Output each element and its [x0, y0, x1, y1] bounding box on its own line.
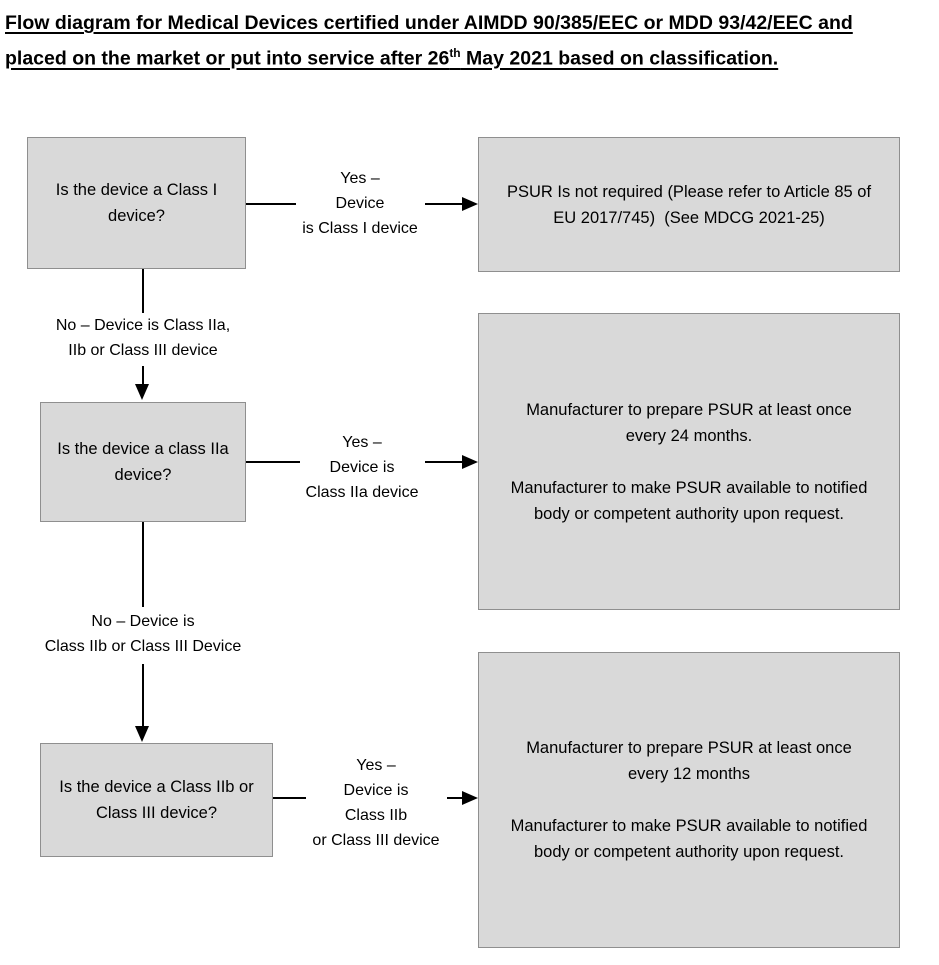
connector-yes-3-stub — [273, 797, 306, 799]
page-title: Flow diagram for Medical Devices certifi… — [5, 8, 935, 74]
edge-label-no-class-iib-iii: No – Device is Class IIb or Class III De… — [44, 613, 242, 655]
edge-label-yes-class-i: Yes – Device is Class I device — [302, 170, 418, 237]
title-line-1: Flow diagram for Medical Devices certifi… — [5, 12, 853, 34]
connector-yes-2-shaft — [425, 461, 463, 463]
connector-no-2-shaft — [142, 664, 144, 727]
connector-no-1-shaft — [142, 366, 144, 385]
decision-box-class-iib-iii: Is the device a Class IIb or Class III d… — [40, 743, 273, 857]
connector-no-2-stub — [142, 522, 144, 607]
decision-box-class-iia: Is the device a class IIa device? — [40, 402, 246, 522]
title-line-2: placed on the market or put into service… — [5, 47, 450, 70]
title-superscript: th — [449, 46, 461, 60]
edge-label-no-class-iia-iib-iii: No – Device is Class IIa, IIb or Class I… — [55, 317, 231, 359]
arrowhead-right-1-icon — [462, 197, 478, 211]
arrowhead-right-2-icon — [462, 455, 478, 469]
edge-label-yes-class-iia: Yes – Device is Class IIa device — [305, 434, 419, 501]
connector-yes-1-stub — [246, 203, 296, 205]
connector-no-1-stub — [142, 269, 144, 313]
arrowhead-down-2-icon — [135, 726, 149, 742]
connector-yes-2-stub — [246, 461, 300, 463]
connector-yes-1-shaft — [425, 203, 463, 205]
connector-yes-3-shaft — [447, 797, 463, 799]
outcome-box-class-i: PSUR Is not required (Please refer to Ar… — [478, 137, 900, 272]
edge-label-yes-class-iib-iii: Yes – Device is Class IIb or Class III d… — [312, 757, 440, 849]
arrowhead-down-1-icon — [135, 384, 149, 400]
title-line-2-end: May 2021 based on classification. — [460, 47, 779, 70]
decision-box-class-i: Is the device a Class I device? — [27, 137, 246, 269]
outcome-box-class-iib-iii: Manufacturer to prepare PSUR at least on… — [478, 652, 900, 948]
arrowhead-right-3-icon — [462, 791, 478, 805]
outcome-box-class-iia: Manufacturer to prepare PSUR at least on… — [478, 313, 900, 610]
